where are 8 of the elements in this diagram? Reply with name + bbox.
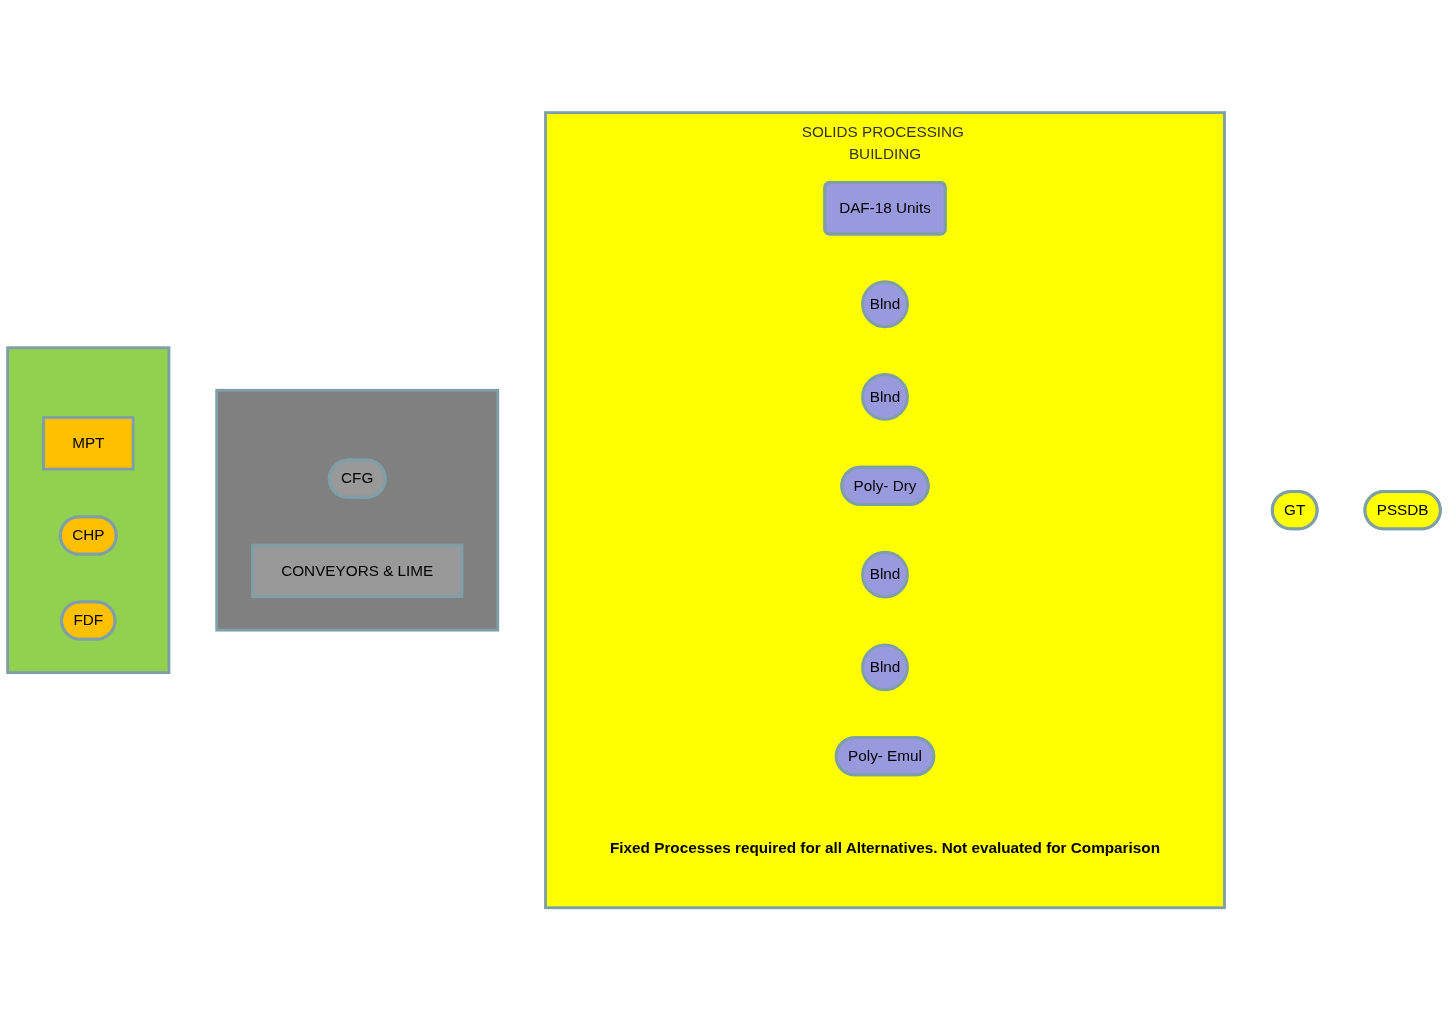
node-circle: Blnd bbox=[861, 551, 909, 599]
cluster bbox=[6, 346, 171, 675]
node-circle: Blnd bbox=[861, 373, 909, 422]
node-box: MPT bbox=[42, 416, 135, 471]
node-box: CONVEYORS & LIME bbox=[251, 543, 464, 599]
cluster bbox=[215, 389, 500, 632]
node-circle: Blnd bbox=[861, 280, 909, 329]
node-circle: Blnd bbox=[861, 643, 909, 692]
